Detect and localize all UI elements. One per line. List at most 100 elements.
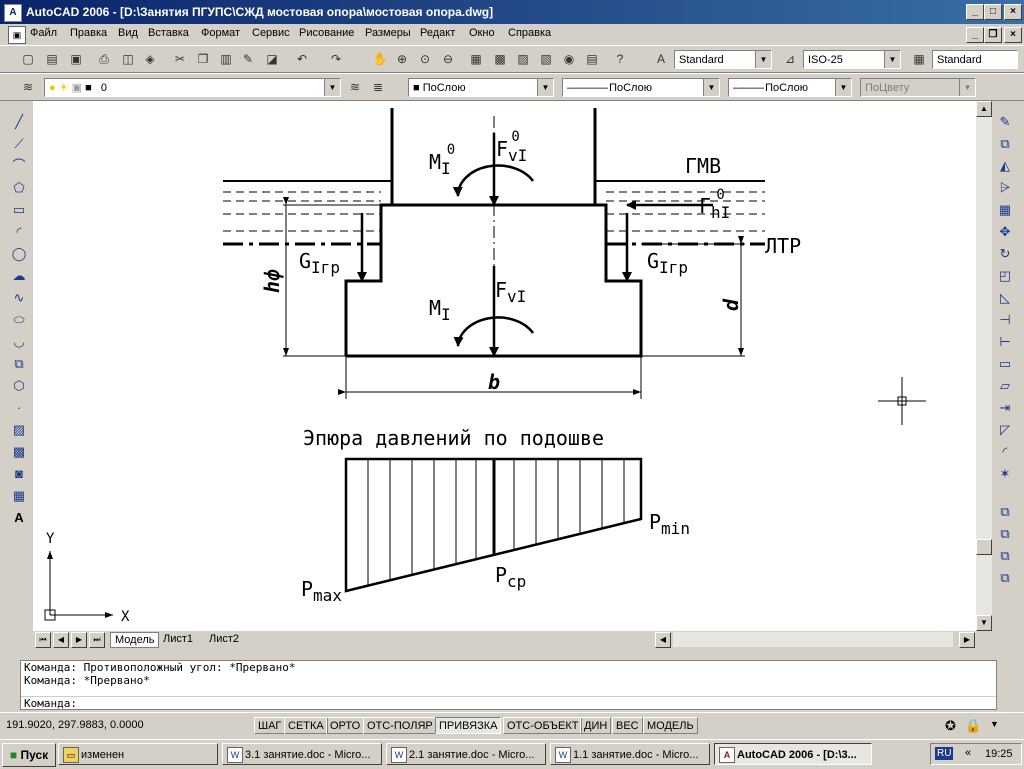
rotate-icon[interactable]: ↻: [999, 246, 1011, 261]
polyline-icon[interactable]: ⌒: [12, 158, 26, 173]
scroll-right-icon[interactable]: ▶: [959, 632, 975, 648]
chevron-down-icon[interactable]: ▼: [990, 719, 999, 729]
model-toggle[interactable]: МОДЕЛЬ: [643, 717, 698, 734]
layer-previous-icon[interactable]: ≣: [372, 80, 384, 94]
first-tab-icon[interactable]: ⏮: [35, 632, 51, 648]
next-tab-icon[interactable]: ▶: [71, 632, 87, 648]
scroll-left-icon[interactable]: ◀: [655, 632, 671, 648]
array-icon[interactable]: ▦: [998, 202, 1012, 217]
pan-icon[interactable]: ✋: [372, 52, 388, 66]
offset-icon[interactable]: ⩥: [999, 180, 1011, 195]
ortho-toggle[interactable]: ОРТО: [326, 717, 365, 734]
toolbar-lock-icon[interactable]: 🔒: [965, 718, 982, 733]
grid-toggle[interactable]: СЕТКА: [284, 717, 328, 734]
doc-minimize-button[interactable]: _: [966, 27, 984, 43]
line-icon[interactable]: ╱: [15, 114, 23, 129]
close-button[interactable]: ×: [1004, 4, 1022, 20]
block-editor-icon[interactable]: ◪: [266, 52, 278, 66]
gradient-icon[interactable]: ▩: [12, 444, 26, 459]
dim-style-icon[interactable]: ⊿: [784, 52, 796, 66]
table-style-select[interactable]: Standard: [932, 50, 1018, 69]
last-tab-icon[interactable]: ⏭: [89, 632, 105, 648]
sheet-set-icon[interactable]: ▧: [540, 52, 552, 66]
polygon-icon[interactable]: ⬠: [13, 180, 25, 195]
revision-cloud-icon[interactable]: ☁: [12, 268, 26, 283]
preview-icon[interactable]: ◫: [122, 52, 134, 66]
menu-draw[interactable]: Рисование: [299, 27, 355, 39]
vertical-scrollbar[interactable]: ▲ ▼: [976, 101, 992, 631]
scroll-thumb[interactable]: [976, 539, 992, 555]
break-icon[interactable]: ▱: [1000, 378, 1010, 393]
circle-icon[interactable]: ◯: [11, 246, 27, 261]
move-icon[interactable]: ✥: [999, 224, 1011, 239]
draworder-above-icon[interactable]: ⧉: [1000, 548, 1010, 563]
lightbulb-icon[interactable]: ●: [49, 82, 56, 94]
menu-format[interactable]: Формат: [201, 27, 241, 39]
help-icon[interactable]: ?: [616, 52, 624, 66]
text-style-select[interactable]: Standard▼: [674, 50, 772, 69]
match-properties-icon[interactable]: ✎: [242, 52, 254, 66]
tray-expand-icon[interactable]: «: [965, 747, 972, 759]
menu-view[interactable]: Вид: [118, 27, 138, 39]
layer-manager-icon[interactable]: ≋: [22, 80, 34, 94]
menu-help[interactable]: Справка: [508, 27, 552, 39]
properties-icon[interactable]: ▦: [470, 52, 482, 66]
snap-toggle[interactable]: ШАГ: [254, 717, 286, 734]
calculator-icon[interactable]: ▤: [586, 52, 598, 66]
scroll-up-icon[interactable]: ▲: [976, 101, 992, 117]
scroll-down-icon[interactable]: ▼: [976, 615, 992, 631]
multiline-text-icon[interactable]: A: [14, 510, 24, 525]
extend-icon[interactable]: ⊢: [999, 334, 1011, 349]
menu-file[interactable]: Файл: [30, 27, 58, 39]
markup-icon[interactable]: ◉: [563, 52, 575, 66]
undo-icon[interactable]: ↶: [296, 52, 308, 66]
zoom-previous-icon[interactable]: ⊖: [442, 52, 454, 66]
clock[interactable]: 19:25: [985, 748, 1013, 760]
table-icon[interactable]: ▦: [12, 488, 26, 503]
table-style-icon[interactable]: ▦: [913, 52, 925, 66]
construction-line-icon[interactable]: ⟋: [14, 136, 24, 151]
draworder-below-icon[interactable]: ⧉: [1000, 570, 1010, 585]
language-indicator[interactable]: RU: [935, 747, 954, 760]
copy-icon[interactable]: ❐: [197, 52, 209, 66]
scale-icon[interactable]: ◰: [998, 268, 1012, 283]
region-icon[interactable]: ◙: [15, 466, 23, 481]
make-current-layer-icon[interactable]: ≋: [349, 80, 361, 94]
color-select[interactable]: ■ ПоСлою▼: [408, 78, 554, 97]
coordinate-readout[interactable]: 191.9020, 297.9883, 0.0000: [6, 719, 144, 731]
prev-tab-icon[interactable]: ◀: [53, 632, 69, 648]
layer-select[interactable]: ● ☀ ▣ ■ 0 ▼: [44, 78, 341, 97]
insert-block-icon[interactable]: ⧉: [14, 356, 24, 371]
explode-icon[interactable]: ✶: [999, 466, 1011, 481]
menu-tools[interactable]: Сервис: [252, 27, 290, 39]
tab-sheet1[interactable]: Лист1: [163, 633, 194, 645]
dyn-toggle[interactable]: ДИН: [580, 717, 612, 734]
zoom-realtime-icon[interactable]: ⊕: [396, 52, 408, 66]
join-icon[interactable]: ⇥: [999, 400, 1011, 415]
erase-icon[interactable]: ✎: [999, 114, 1011, 129]
autocad-app-icon[interactable]: A: [4, 4, 22, 22]
chevron-down-icon[interactable]: ▼: [703, 79, 719, 96]
print-icon[interactable]: ⎙: [99, 52, 109, 66]
sun-icon[interactable]: ☀: [58, 82, 69, 94]
chevron-down-icon[interactable]: ▼: [324, 79, 340, 96]
chevron-down-icon[interactable]: ▼: [537, 79, 553, 96]
tab-sheet2[interactable]: Лист2: [209, 633, 240, 645]
design-center-icon[interactable]: ▩: [494, 52, 506, 66]
lineweight-select[interactable]: ——— ПоСлою▼: [728, 78, 852, 97]
copy-object-icon[interactable]: ⧉: [1000, 136, 1010, 151]
minimize-button[interactable]: _: [966, 4, 984, 20]
fillet-icon[interactable]: ◜: [1002, 444, 1008, 459]
maximize-button[interactable]: □: [984, 4, 1002, 20]
linetype-select[interactable]: ———— ПоСлою▼: [562, 78, 720, 97]
redo-icon[interactable]: ↷: [330, 52, 342, 66]
stretch-icon[interactable]: ◺: [1000, 290, 1010, 305]
chamfer-icon[interactable]: ◸: [1000, 422, 1010, 437]
task-folder[interactable]: ▭изменен: [58, 743, 218, 765]
menu-window[interactable]: Окно: [469, 27, 495, 39]
doc-close-button[interactable]: ×: [1004, 27, 1022, 43]
